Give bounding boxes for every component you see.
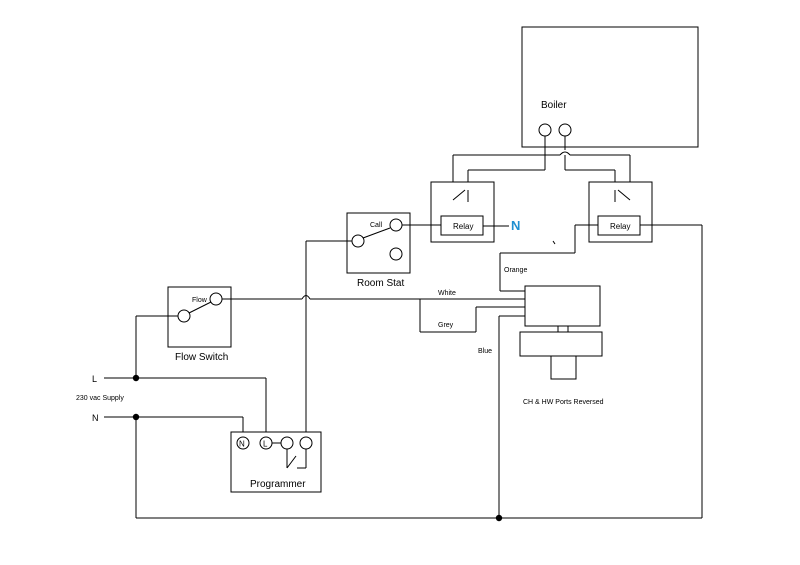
room-stat: Call Room Stat	[346, 212, 411, 289]
valve-body	[519, 331, 603, 357]
programmer-terminal-n-label: N	[239, 440, 245, 449]
programmer-terminal-l-label: L	[263, 440, 268, 449]
flow-switch-wiring	[135, 295, 525, 378]
valve-note: CH & HW Ports Reversed	[523, 399, 604, 406]
relay-left: Relay N	[430, 181, 520, 243]
supply-neutral-label: N	[92, 413, 99, 423]
room-stat-call-label: Call	[370, 222, 383, 229]
neutral-return-bus	[136, 514, 702, 522]
boiler: Boiler	[521, 26, 699, 148]
flow-switch-label: Flow Switch	[175, 352, 228, 363]
flow-switch: Flow Flow Switch	[167, 286, 232, 363]
motorised-valve	[519, 285, 603, 380]
valve-stem	[557, 325, 569, 333]
programmer: N L Programmer	[230, 431, 322, 493]
wire-label-white: White	[438, 290, 456, 297]
room-stat-feed	[305, 240, 352, 437]
boiler-label: Boiler	[541, 100, 567, 111]
programmer-terminal-n	[236, 436, 250, 450]
relay-right-wiring	[499, 224, 703, 518]
junction-live	[132, 374, 140, 382]
relay-left-label: Relay	[453, 222, 473, 231]
flow-switch-common-terminal	[177, 309, 191, 323]
room-stat-other-terminal	[389, 247, 403, 261]
programmer-label: Programmer	[250, 479, 306, 490]
wire-label-grey: Grey	[438, 322, 454, 329]
supply-caption: 230 vac Supply	[76, 395, 124, 402]
boiler-terminal-1	[538, 123, 552, 137]
junction-return	[495, 514, 503, 522]
room-stat-label: Room Stat	[357, 278, 404, 289]
relay-right: Relay	[588, 181, 653, 243]
valve-actuator	[524, 285, 601, 327]
boiler-terminal-2	[558, 123, 572, 137]
valve-port	[550, 355, 577, 380]
room-stat-call-terminal	[389, 218, 403, 232]
room-stat-common-terminal	[351, 234, 365, 248]
flow-switch-flow-terminal	[209, 292, 223, 306]
supply-live-label: L	[92, 374, 97, 384]
relay-right-label: Relay	[610, 222, 630, 231]
programmer-terminal-switch-out	[299, 436, 313, 450]
wire-label-blue: Blue	[478, 348, 492, 355]
boiler-box	[521, 26, 699, 148]
junction-neutral	[132, 413, 140, 421]
wire-label-orange: Orange	[504, 267, 527, 274]
flow-switch-flow-label: Flow	[192, 297, 208, 304]
relay-neutral-mark: N	[511, 218, 520, 233]
programmer-terminal-switch-in	[280, 436, 294, 450]
valve-wiring	[419, 299, 525, 518]
boiler-bus-wiring	[452, 136, 631, 200]
